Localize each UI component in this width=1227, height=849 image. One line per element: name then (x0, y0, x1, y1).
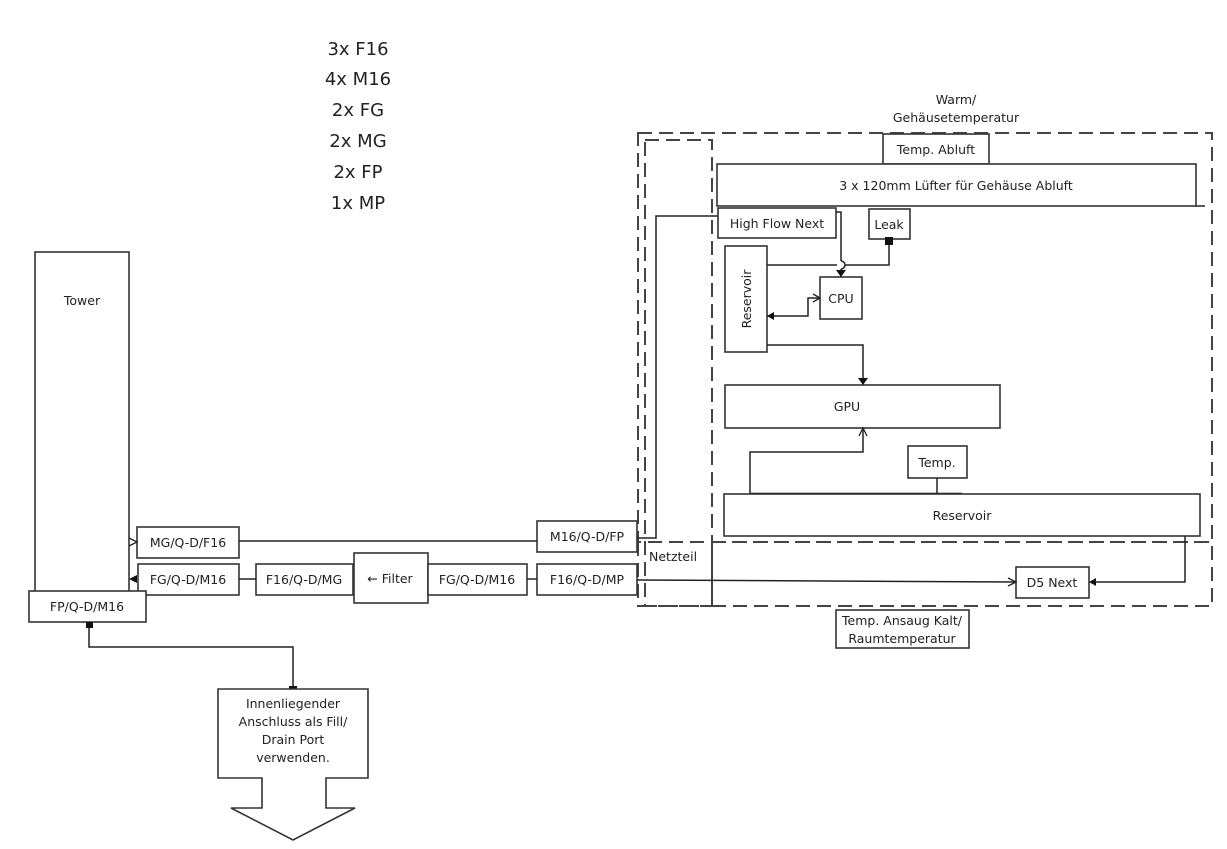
temp-exhaust-sensor (882, 133, 990, 165)
drain-note-line: Anschluss als Fill/ (239, 714, 348, 729)
psu-zone-boundary (644, 139, 713, 607)
fitting-f16-qd-mp (536, 563, 638, 596)
tower-box (34, 251, 130, 598)
tube-from-flow-meter (637, 215, 718, 539)
drain-arrow-shape (217, 688, 369, 841)
cpu-outlet-icon (812, 293, 822, 303)
flow-arrow-icon (767, 312, 774, 320)
temp-exhaust-label: Temp. Abluft (896, 142, 975, 157)
gpu-box (724, 384, 1001, 429)
fitting-label: F16/Q-D/MP (550, 572, 625, 587)
fitting-label: FG/Q-D/M16 (439, 572, 515, 587)
fitting-label: FP/Q-D/M16 (50, 599, 124, 614)
flow-arrow-icon (1089, 578, 1096, 586)
fitting-m16-qd-fp (536, 520, 638, 553)
parts-list-item: 2x FG (332, 100, 384, 121)
flow-arrow-icon (836, 270, 846, 277)
parts-list-item: 4x M16 (325, 69, 391, 90)
parts-list-item: 1x MP (331, 193, 385, 214)
fitting-label: MG/Q-D/F16 (150, 535, 226, 550)
pump-label: D5 Next (1027, 575, 1078, 590)
drain-connector-icon (86, 622, 93, 628)
cpu-label: CPU (828, 291, 853, 306)
warm-zone-label: Warm/ (936, 92, 977, 107)
fitting-label: M16/Q-D/FP (550, 529, 625, 544)
gpu-label: GPU (834, 399, 860, 414)
fitting-label: F16/Q-D/MG (266, 572, 342, 587)
temp-sensor-box (907, 445, 968, 479)
filter-box (353, 552, 429, 604)
drain-note-line: Innenliegender (246, 696, 341, 711)
warm-zone-label: Gehäusetemperatur (893, 110, 1020, 125)
fitting-label: FG/Q-D/M16 (150, 572, 226, 587)
reservoir-small-label: Reservoir (739, 269, 754, 329)
fitting-f16-qd-mg (255, 563, 354, 596)
fan-array-box (716, 163, 1197, 207)
tube-from-pump (636, 579, 1017, 583)
high-flow-next-box (717, 207, 837, 239)
drain-note-line: verwenden. (256, 750, 330, 765)
reservoir-small-box (724, 245, 768, 353)
temp-sensor-label: Temp. (917, 455, 955, 470)
drain-note-line: Drain Port (262, 732, 325, 747)
parts-list-item: 3x F16 (327, 39, 388, 60)
cold-zone-label-box (835, 609, 970, 649)
fitting-fg-qd-m16-left (137, 563, 240, 596)
tower-label: Tower (63, 293, 101, 308)
flow-arrow-icon (858, 378, 868, 385)
psu-label: Netzteil (649, 549, 697, 564)
leak-sensor-label: Leak (874, 217, 904, 232)
pump-outlet-icon (1007, 577, 1018, 587)
parts-list-item: 2x FP (333, 162, 382, 183)
parts-list: 3x F16 4x M16 2x FG 2x MG 2x FP 1x MP (325, 39, 391, 214)
fan-array-label: 3 x 120mm Lüfter für Gehäuse Abluft (839, 178, 1073, 193)
inlet-arrow-icon (128, 537, 139, 547)
high-flow-next-label: High Flow Next (730, 216, 824, 231)
cold-zone-boundary (711, 541, 1213, 607)
parts-list-item: 2x MG (329, 131, 386, 152)
filter-label: ← Filter (367, 571, 413, 586)
fitting-mg-qd-f16 (136, 526, 240, 559)
return-arrow-icon (129, 575, 137, 583)
cold-zone-label: Temp. Ansaug Kalt/ (841, 613, 963, 628)
gpu-outlet-icon (858, 426, 868, 437)
leak-connector-icon (885, 237, 893, 245)
cold-zone-label: Raumtemperatur (848, 631, 956, 646)
leak-sensor-box (868, 208, 911, 240)
fitting-fp-qd-m16 (28, 590, 147, 623)
reservoir-main-box (723, 493, 1201, 537)
reservoir-main-label: Reservoir (933, 508, 993, 523)
cpu-box (819, 276, 863, 320)
drain-tube (88, 628, 294, 688)
